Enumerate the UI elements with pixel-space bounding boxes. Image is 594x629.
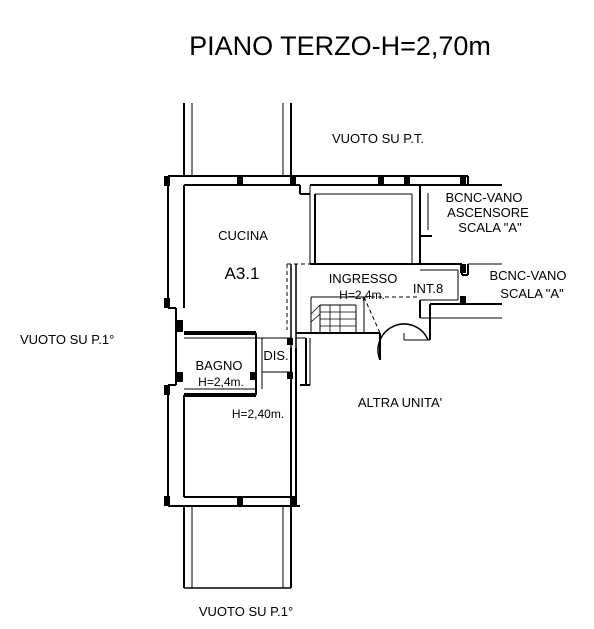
label-bcnc-elevator-2: ASCENSORE xyxy=(447,205,529,220)
label-unit-code: A3.1 xyxy=(225,264,260,283)
apartment-walls xyxy=(167,175,502,507)
label-ingresso-height: H=2,4m. xyxy=(339,288,385,302)
label-vuoto-p1-bottom: VUOTO SU P.1° xyxy=(199,604,293,619)
stair-treads xyxy=(310,304,356,333)
label-room-height: H=2,40m. xyxy=(232,407,284,421)
label-bcnc-stair-1: BCNC-VANO xyxy=(489,268,566,283)
label-bcnc-stair-2: SCALA "A" xyxy=(500,286,564,301)
label-vuoto-pt: VUOTO SU P.T. xyxy=(332,131,424,146)
label-int: INT.8 xyxy=(413,281,443,296)
label-ingresso: INGRESSO xyxy=(329,271,398,286)
label-bagno: BAGNO xyxy=(196,358,243,373)
entrance-dashed-outline xyxy=(286,263,420,334)
door-swings xyxy=(377,323,429,361)
label-bcnc-elevator-1: BCNC-VANO xyxy=(445,190,522,205)
label-bcnc-elevator-3: SCALA "A" xyxy=(458,220,522,235)
label-cucina: CUCINA xyxy=(218,228,268,243)
label-bagno-height: H=2,4m. xyxy=(198,375,244,389)
bottom-balcony xyxy=(183,506,292,589)
label-dis: DIS. xyxy=(263,348,288,363)
label-altra-unita: ALTRA UNITA' xyxy=(358,395,442,410)
label-vuoto-p1-left: VUOTO SU P.1° xyxy=(20,332,114,347)
top-balcony xyxy=(183,103,292,176)
page-title: PIANO TERZO-H=2,70m xyxy=(189,31,491,61)
window-jambs xyxy=(164,176,466,506)
